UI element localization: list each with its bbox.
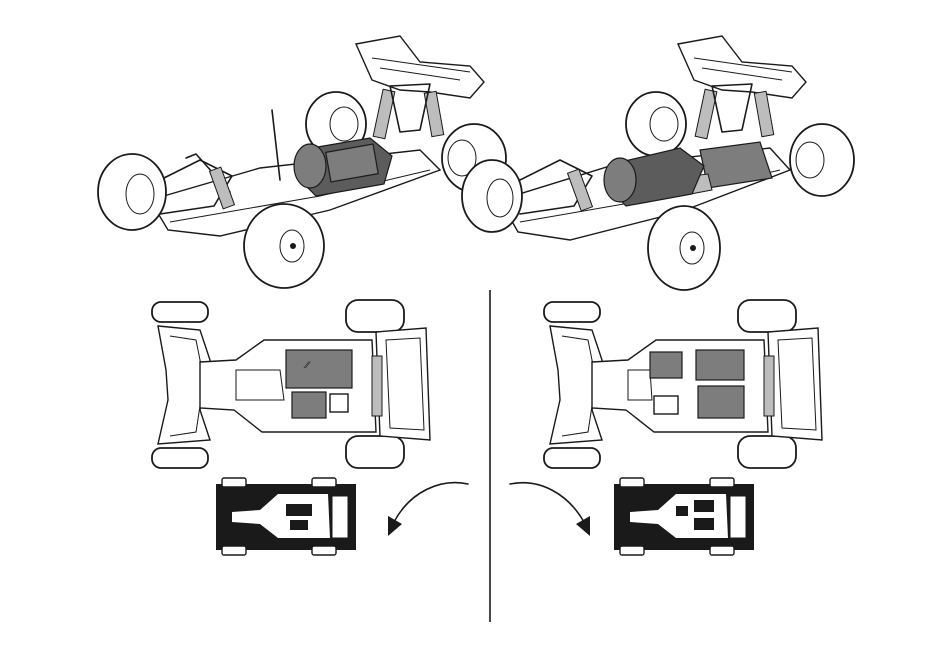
right-rear-wing [678, 36, 806, 98]
right-top-tire-rl [544, 448, 600, 468]
right-schematic [614, 478, 754, 555]
right-buggy-top-view [544, 300, 822, 468]
left-front-tire-near [244, 204, 324, 288]
left-top-tire-rl [152, 448, 208, 468]
right-top-tire-rr [738, 436, 796, 468]
rotation-arrow-right [510, 483, 590, 536]
right-rear-tire-near [790, 124, 854, 196]
left-buggy-isometric [98, 36, 506, 288]
rotation-arrow-left [388, 483, 468, 536]
left-top-tire-fl [152, 302, 208, 322]
right-buggy-isometric [462, 36, 854, 290]
left-rear-wing [356, 36, 484, 98]
left-top-tire-rr [346, 436, 404, 468]
left-top-battery [286, 350, 352, 388]
right-top-battery-b [698, 386, 744, 418]
left-buggy-top-view: ⁄⁄ [152, 300, 430, 468]
left-top-tire-fr [346, 300, 404, 332]
right-top-battery-a [696, 350, 744, 380]
right-top-tire-fl [544, 302, 600, 322]
left-front-tire-far [98, 154, 166, 230]
left-schematic [216, 478, 356, 555]
right-rear-tire-far [626, 92, 686, 156]
right-top-tire-fr [738, 300, 796, 332]
right-top-motor [650, 352, 682, 378]
right-front-tire-near [648, 206, 720, 290]
left-top-esc [292, 392, 326, 418]
